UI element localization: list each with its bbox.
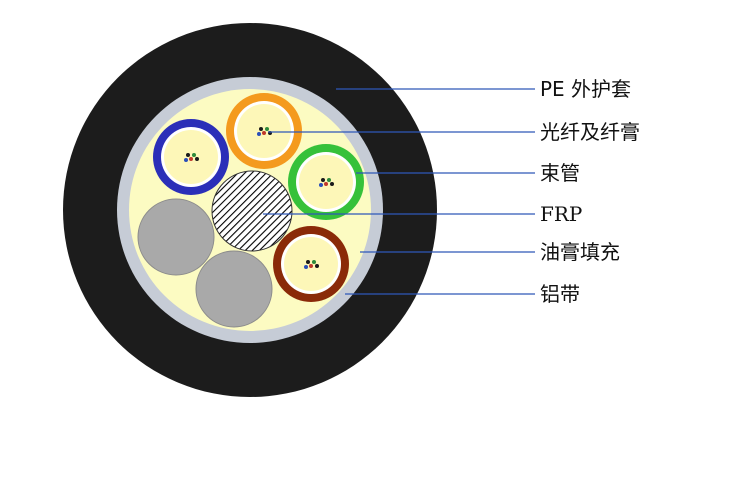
- fiber-bundle-icon: [304, 260, 319, 269]
- fiber-bundle-icon: [319, 178, 334, 187]
- label-filling-compound: 油膏填充: [540, 240, 620, 264]
- loose-tube-orange: [226, 93, 302, 169]
- fiber-bundle-icon: [184, 153, 199, 162]
- filler-rod-left: [137, 198, 215, 276]
- loose-tube-brown: [273, 226, 349, 302]
- label-pe-jacket: PE 外护套: [540, 77, 631, 101]
- filler-rod-bottom: [195, 250, 273, 328]
- label-frp: FRP: [540, 202, 582, 226]
- label-loose-tube: 束管: [540, 161, 580, 185]
- loose-tube-green: [288, 144, 364, 220]
- label-fiber-and-gel: 光纤及纤膏: [540, 120, 640, 144]
- loose-tube-blue: [153, 119, 229, 195]
- label-aluminum-tape: 铝带: [540, 282, 580, 306]
- leader-lines: [263, 88, 535, 295]
- frp-central-strength-member: [211, 170, 293, 252]
